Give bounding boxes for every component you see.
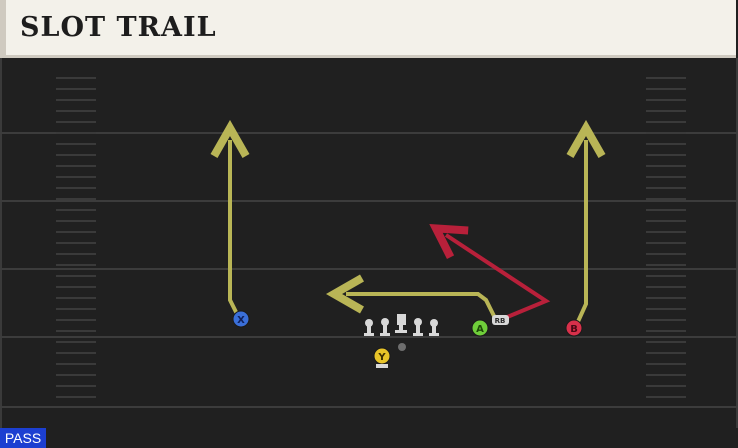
player-b[interactable]: B [565,319,583,337]
hash-marks-left [56,77,96,398]
play-title-bar: SLOT TRAIL [0,0,736,58]
title-accent [0,0,6,58]
svg-text:A: A [476,324,484,335]
right-sideline [736,58,738,428]
yard-lines [0,132,738,408]
svg-text:X: X [237,315,245,326]
lineman-right-guard [413,318,423,336]
lineman-left-tackle [364,319,374,336]
play-type-tag: PASS [0,428,46,448]
offensive-line [364,314,439,336]
lineman-left-guard [380,318,390,336]
route-x-go [230,140,238,317]
player-x[interactable]: X [232,310,250,328]
quarterback [398,343,406,351]
svg-text:Y: Y [377,352,386,363]
left-sideline [0,58,2,428]
play-title: SLOT TRAIL [20,12,217,43]
hash-marks-right [646,77,686,398]
svg-text:B: B [570,324,578,335]
svg-text:RB: RB [495,317,506,325]
route-b-go [576,140,586,327]
player-a[interactable]: A [471,319,489,337]
play-field: X Y A B RB [0,58,738,448]
player-y[interactable]: Y [373,347,391,368]
lineman-right-tackle [429,319,439,336]
route-a-drag [346,294,498,321]
player-rb-tag[interactable]: RB [492,315,509,325]
center [395,314,407,333]
route-rb-wheel [446,235,551,322]
field-turf [0,58,738,448]
